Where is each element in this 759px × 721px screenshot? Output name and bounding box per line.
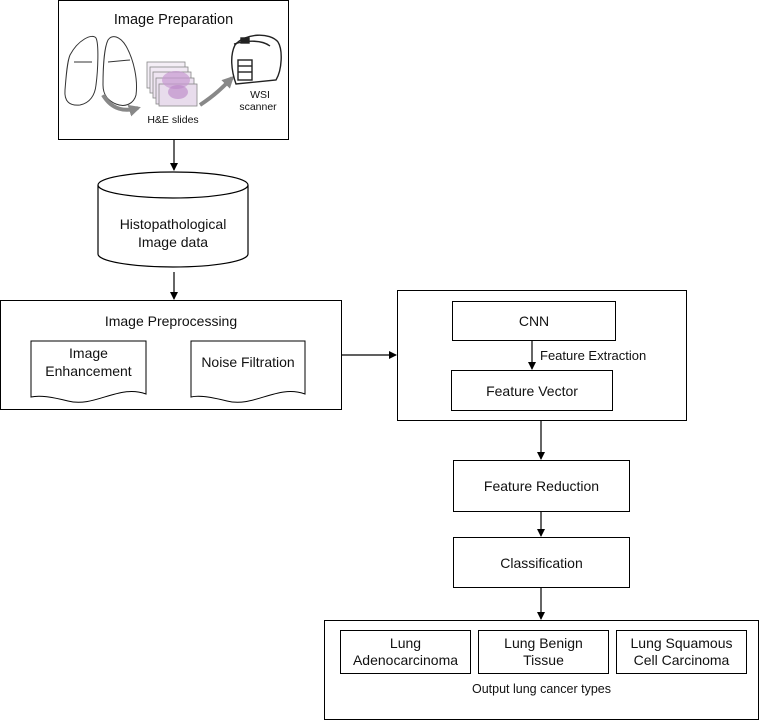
lung-illustration [64, 35, 137, 106]
classification-label: Classification [500, 554, 583, 571]
noise-filtration-document [190, 340, 306, 403]
output-type-box-3: Lung Squamous Cell Carcinoma [616, 630, 747, 674]
database-label-line2: Image data [137, 234, 209, 250]
scanner-label: scanner [239, 101, 277, 113]
database-cylinder [97, 171, 249, 268]
feature-vector-label: Feature Vector [486, 382, 578, 399]
image-preparation-title: Image Preparation [113, 12, 234, 28]
output-type-box-2: Lung Benign Tissue [478, 630, 609, 674]
image-preparation-box [58, 0, 289, 140]
output-type-3-line2: Cell Carcinoma [633, 652, 730, 668]
classification-box: Classification [453, 537, 630, 588]
output-caption: Output lung cancer types [472, 682, 611, 696]
image-enhancement-document [30, 340, 147, 403]
wsi-scanner-icon [231, 34, 282, 85]
feature-reduction-box: Feature Reduction [453, 460, 630, 512]
noise-filtration-label: Noise Filtration [201, 354, 295, 370]
he-slides-label: H&E slides [147, 114, 199, 126]
feature-vector-box: Feature Vector [451, 370, 613, 411]
feature-extraction-group [397, 290, 687, 421]
image-preprocessing-title: Image Preprocessing [104, 313, 238, 329]
output-type-2-line1: Lung Benign [504, 635, 583, 651]
feature-extraction-label: Feature Extraction [540, 348, 647, 363]
wsi-label: WSI [250, 89, 270, 101]
cnn-label: CNN [518, 313, 550, 329]
cnn-box: CNN [452, 301, 616, 341]
output-type-box-1: Lung Adenocarcinoma [340, 630, 471, 674]
database-label-line1: Histopathological [119, 216, 227, 232]
image-enhancement-line2: Enhancement [45, 363, 132, 379]
output-type-1-line1: Lung [389, 635, 422, 651]
curved-arrow-1 [101, 93, 141, 117]
output-type-3-line1: Lung Squamous [630, 635, 733, 651]
output-type-2-line2: Tissue [523, 652, 564, 668]
feature-reduction-label: Feature Reduction [483, 478, 600, 494]
curved-arrow-2 [198, 75, 235, 107]
he-slides-icon [146, 61, 198, 107]
image-preprocessing-box [0, 300, 342, 410]
image-enhancement-line1: Image [69, 345, 108, 361]
output-type-1-line2: Adenocarcinoma [352, 652, 459, 668]
